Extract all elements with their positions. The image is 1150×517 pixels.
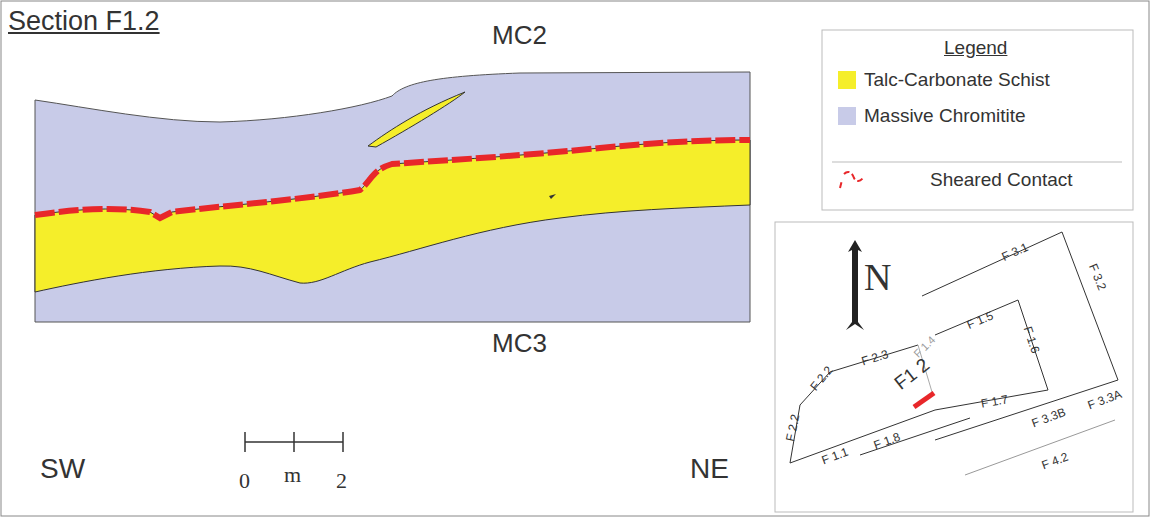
section-title: Section F1.2 xyxy=(8,8,160,35)
legend-text: Talc-Carbonate Schist xyxy=(864,70,1050,89)
direction-label: NE xyxy=(690,455,729,483)
unit-label: MC2 xyxy=(492,22,547,48)
north-label: N xyxy=(864,258,891,296)
scale-number: 0 xyxy=(239,470,250,492)
legend-heading: Legend xyxy=(944,38,1007,57)
sheared-contact-sample xyxy=(836,168,866,192)
scale-unit: m xyxy=(284,464,301,486)
scale-number: 2 xyxy=(336,470,347,492)
unit-label: MC3 xyxy=(492,330,547,356)
legend-text: Massive Chromitite xyxy=(864,106,1026,125)
legend-text: Sheared Contact xyxy=(930,170,1073,189)
legend-swatch xyxy=(838,107,856,125)
direction-label: SW xyxy=(40,455,85,483)
legend-swatch xyxy=(838,71,856,89)
